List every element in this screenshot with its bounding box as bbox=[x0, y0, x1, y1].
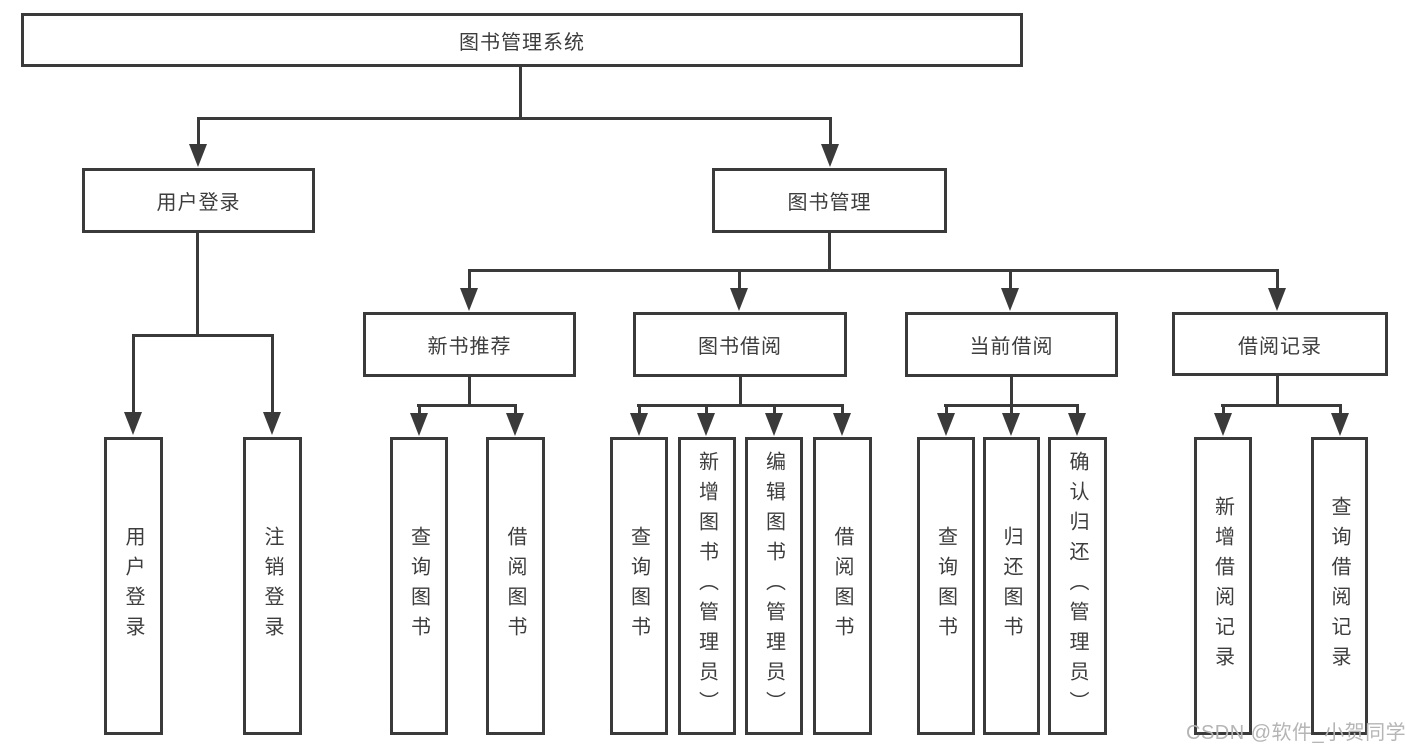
leaf-add-books-admin: 新增图书（管理员） bbox=[678, 437, 736, 735]
arrowhead-icon bbox=[1002, 413, 1020, 436]
edge-drop bbox=[773, 404, 776, 415]
edge-drop-current-borrow bbox=[1009, 269, 1012, 291]
node-label: 图书借阅 bbox=[698, 336, 782, 358]
leaf-confirm-return-admin: 确认归还（管理员） bbox=[1048, 437, 1107, 735]
node-label: 图书管理 bbox=[787, 192, 872, 214]
node-label: 当前借阅 bbox=[969, 336, 1054, 358]
node-borrowing-records: 借阅记录 bbox=[1172, 312, 1388, 376]
edge-book-management-stem bbox=[828, 233, 831, 272]
leaf-borrow-books-recommend: 借阅图书 bbox=[486, 437, 545, 735]
leaf-label: 借阅图书 bbox=[504, 526, 526, 646]
edge-drop bbox=[1222, 404, 1225, 415]
edge-user-login-bar bbox=[132, 334, 274, 337]
arrowhead-user-login-icon bbox=[189, 144, 207, 167]
node-book-borrowing: 图书借阅 bbox=[633, 312, 847, 377]
arrowhead-new-book-icon bbox=[460, 288, 478, 311]
edge-user-login-stem bbox=[196, 233, 199, 336]
leaf-return-books: 归还图书 bbox=[983, 437, 1040, 735]
edge-drop bbox=[841, 404, 844, 415]
edge-new-book-bar bbox=[417, 404, 517, 407]
leaf-query-books-current: 查询图书 bbox=[917, 437, 975, 735]
edge-drop-new-book bbox=[468, 269, 471, 291]
edge-book-borrow-bar bbox=[637, 404, 842, 407]
leaf-add-borrow-record: 新增借阅记录 bbox=[1194, 437, 1252, 735]
edge-drop bbox=[514, 404, 517, 415]
arrowhead-leaf-logout-icon bbox=[263, 412, 281, 435]
leaf-logout: 注销登录 bbox=[243, 437, 302, 735]
leaf-label: 查询图书 bbox=[407, 526, 430, 646]
edge-current-borrow-stem bbox=[1010, 376, 1013, 407]
node-label: 用户登录 bbox=[156, 192, 241, 214]
edge-root-stem bbox=[519, 66, 522, 119]
arrowhead-leaf-user-login-icon bbox=[124, 412, 142, 435]
edge-drop bbox=[705, 404, 708, 415]
node-label: 图书管理系统 bbox=[459, 31, 585, 54]
leaf-label: 查询图书 bbox=[627, 526, 650, 646]
leaf-label: 用户登录 bbox=[122, 526, 144, 646]
arrowhead-icon bbox=[1068, 413, 1086, 436]
edge-drop bbox=[1339, 404, 1342, 415]
edge-drop-leaf-logout bbox=[271, 334, 274, 414]
leaf-label: 新增借阅记录 bbox=[1211, 496, 1234, 676]
arrowhead-icon bbox=[765, 413, 783, 436]
node-user-login: 用户登录 bbox=[82, 168, 315, 233]
edge-drop bbox=[638, 404, 641, 415]
node-new-book-recommend: 新书推荐 bbox=[363, 312, 576, 377]
leaf-borrow-books: 借阅图书 bbox=[813, 437, 872, 735]
arrowhead-borrow-records-icon bbox=[1268, 288, 1286, 311]
edge-drop-leaf-user-login bbox=[132, 334, 135, 414]
leaf-label: 确认归还（管理员） bbox=[1066, 451, 1088, 721]
node-book-management: 图书管理 bbox=[712, 168, 947, 233]
node-label: 借阅记录 bbox=[1238, 335, 1322, 358]
leaf-query-books-recommend: 查询图书 bbox=[390, 437, 448, 735]
edge-level2-bar bbox=[197, 117, 832, 120]
edge-drop-borrow-records bbox=[1276, 269, 1279, 291]
edge-drop-book-borrow bbox=[738, 269, 741, 291]
arrowhead-book-management-icon bbox=[821, 144, 839, 167]
leaf-user-login: 用户登录 bbox=[104, 437, 163, 735]
leaf-label: 新增图书（管理员） bbox=[695, 451, 718, 721]
edge-drop-book-management bbox=[829, 117, 832, 146]
arrowhead-icon bbox=[833, 413, 851, 436]
leaf-query-borrow-record: 查询借阅记录 bbox=[1311, 437, 1368, 735]
arrowhead-icon bbox=[1214, 413, 1232, 436]
arrowhead-icon bbox=[506, 413, 524, 436]
leaf-edit-books-admin: 编辑图书（管理员） bbox=[745, 437, 803, 735]
node-root-library-system: 图书管理系统 bbox=[21, 13, 1023, 67]
node-current-borrowing: 当前借阅 bbox=[905, 312, 1118, 377]
leaf-query-books-borrow: 查询图书 bbox=[610, 437, 668, 735]
leaf-label: 编辑图书（管理员） bbox=[762, 451, 785, 721]
edge-drop bbox=[1010, 404, 1013, 415]
leaf-label: 借阅图书 bbox=[831, 526, 853, 646]
edge-level3-bar bbox=[469, 269, 1279, 272]
edge-drop bbox=[418, 404, 421, 415]
arrowhead-icon bbox=[697, 413, 715, 436]
leaf-label: 注销登录 bbox=[261, 526, 283, 646]
arrowhead-current-borrow-icon bbox=[1001, 288, 1019, 311]
edge-borrow-records-stem bbox=[1276, 375, 1279, 407]
arrowhead-icon bbox=[937, 413, 955, 436]
arrowhead-icon bbox=[630, 413, 648, 436]
edge-drop bbox=[945, 404, 948, 415]
edge-new-book-stem bbox=[468, 376, 471, 407]
leaf-label: 归还图书 bbox=[1000, 526, 1022, 646]
leaf-label: 查询图书 bbox=[934, 526, 957, 646]
node-label: 新书推荐 bbox=[427, 336, 512, 358]
edge-book-borrow-stem bbox=[739, 376, 742, 407]
edge-borrow-records-bar bbox=[1221, 404, 1342, 407]
arrowhead-book-borrow-icon bbox=[730, 288, 748, 311]
arrowhead-icon bbox=[1331, 413, 1349, 436]
arrowhead-icon bbox=[410, 413, 428, 436]
csdn-watermark: CSDN @软件_小贺同学 bbox=[1186, 722, 1405, 744]
leaf-label: 查询借阅记录 bbox=[1328, 496, 1350, 676]
edge-drop-user-login bbox=[197, 117, 200, 146]
edge-drop bbox=[1076, 404, 1079, 415]
